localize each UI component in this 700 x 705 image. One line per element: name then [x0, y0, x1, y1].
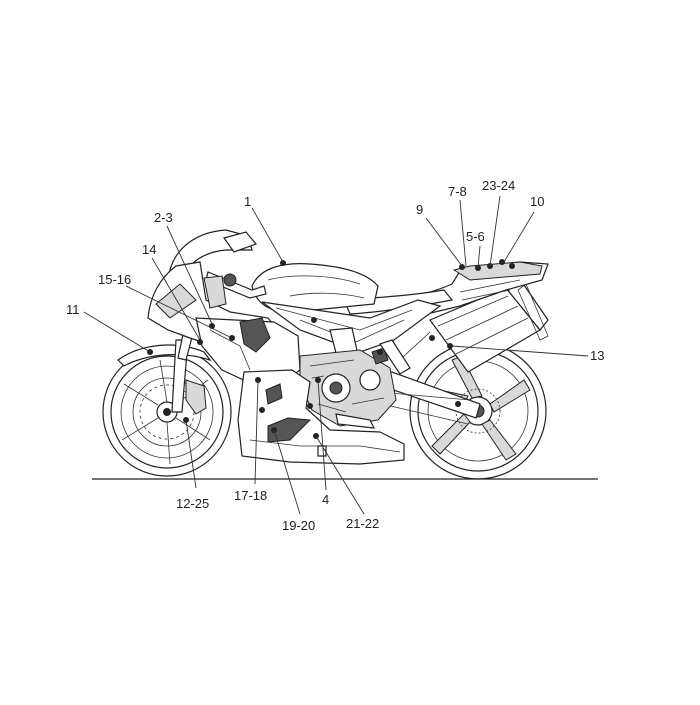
- fastener-dot: [280, 260, 286, 266]
- leader-11: [83, 311, 151, 353]
- leader-23-24: [489, 195, 501, 267]
- label-17-18: 17-18: [234, 488, 267, 503]
- exhaust: [399, 281, 549, 373]
- front-fender: [117, 344, 212, 367]
- label-12-25: 12-25: [176, 496, 209, 511]
- label-4: 4: [322, 492, 329, 507]
- fastener-dot: [307, 403, 313, 409]
- label-14: 14: [142, 242, 156, 257]
- rear-wheel: [409, 342, 547, 480]
- fastener-dot: [455, 401, 461, 407]
- lower-fairing: [237, 369, 405, 465]
- fastener-dot: [459, 264, 465, 270]
- label-9: 9: [416, 202, 423, 217]
- label-13: 13: [590, 348, 604, 363]
- label-15-16: 15-16: [98, 272, 131, 287]
- leader-17-18: [254, 379, 259, 485]
- label-23-24: 23-24: [482, 178, 515, 193]
- leader-2-3: [166, 225, 213, 325]
- fastener-dot: [509, 263, 515, 269]
- fastener-dot: [499, 259, 505, 265]
- leader-7-8: [459, 199, 467, 267]
- leader-15-16: [125, 285, 233, 339]
- label-10: 10: [530, 194, 544, 209]
- fastener-dot: [311, 317, 317, 323]
- fastener-dot: [197, 339, 203, 345]
- fastener-dot: [377, 349, 383, 355]
- front-fairing: [147, 229, 301, 383]
- label-7-8: 7-8: [448, 184, 467, 199]
- rear-shock: [379, 339, 411, 375]
- leader-21-22: [315, 435, 365, 515]
- leader-9: [425, 217, 463, 267]
- label-2-3: 2-3: [154, 210, 173, 225]
- leader-13: [451, 345, 589, 357]
- label-21-22: 21-22: [346, 516, 379, 531]
- fastener-points: [147, 259, 515, 439]
- label-1: 1: [244, 194, 251, 209]
- fastener-dot: [429, 335, 435, 341]
- leader-5-6: [477, 245, 481, 269]
- leader-10: [503, 211, 535, 263]
- leader-14: [151, 257, 201, 341]
- engine: [299, 347, 397, 427]
- leader-12-25: [185, 419, 197, 489]
- fastener-dot: [447, 343, 453, 349]
- leader-lines: [83, 195, 589, 515]
- leader-1: [251, 207, 284, 263]
- leader-19-20: [273, 429, 301, 515]
- callout-labels: 1 2-3 14 15-16 11 9 7-8 23-24 10 5-6 13 …: [66, 178, 604, 533]
- label-11: 11: [66, 302, 80, 317]
- label-19-20: 19-20: [282, 518, 315, 533]
- rear-hanger: [517, 283, 549, 341]
- label-5-6: 5-6: [466, 229, 485, 244]
- fastener-dot: [259, 407, 265, 413]
- front-wheel: [102, 347, 232, 477]
- leader-4: [317, 379, 327, 491]
